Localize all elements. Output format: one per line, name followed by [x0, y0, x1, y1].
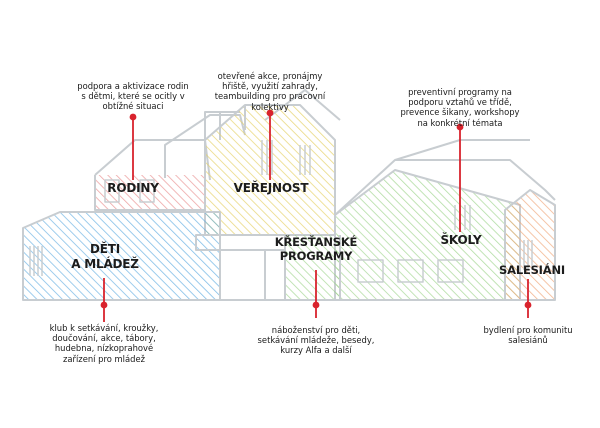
desc-salesiani: bydlení pro komunitu salesiánů [483, 325, 573, 346]
desc-skoly: preventivní programy na podporu vztahů v… [400, 87, 520, 128]
dot-salesiani [524, 301, 532, 309]
label-deti: DĚTI A MLÁDEŽ [71, 242, 139, 271]
desc-rodiny: podpora a aktivizace rodin s dětmi, kter… [77, 81, 189, 112]
dot-deti [100, 301, 108, 309]
dot-krestanske [312, 301, 320, 309]
desc-deti: klub k setkávání, kroužky, doučování, ak… [49, 323, 159, 364]
label-skoly: ŠKOLY [440, 233, 482, 247]
label-rodiny: RODINY [107, 181, 159, 195]
label-salesiani: SALESIÁNI [499, 263, 565, 277]
dot-rodiny [129, 113, 137, 121]
dot-verejnost [266, 109, 274, 117]
desc-krestanske: náboženství pro děti, setkávání mládeže,… [257, 325, 375, 356]
building-outline [22, 89, 556, 301]
connector-dots [100, 109, 532, 309]
label-krestanske: KŘESŤANSKÉ PROGRAMY [274, 235, 358, 263]
label-verejnost: VEŘEJNOST [233, 181, 309, 195]
connector-lines [103, 113, 529, 322]
dot-skoly [456, 123, 464, 131]
desc-verejnost: otevřené akce, pronájmy hřiště, využití … [214, 71, 326, 112]
